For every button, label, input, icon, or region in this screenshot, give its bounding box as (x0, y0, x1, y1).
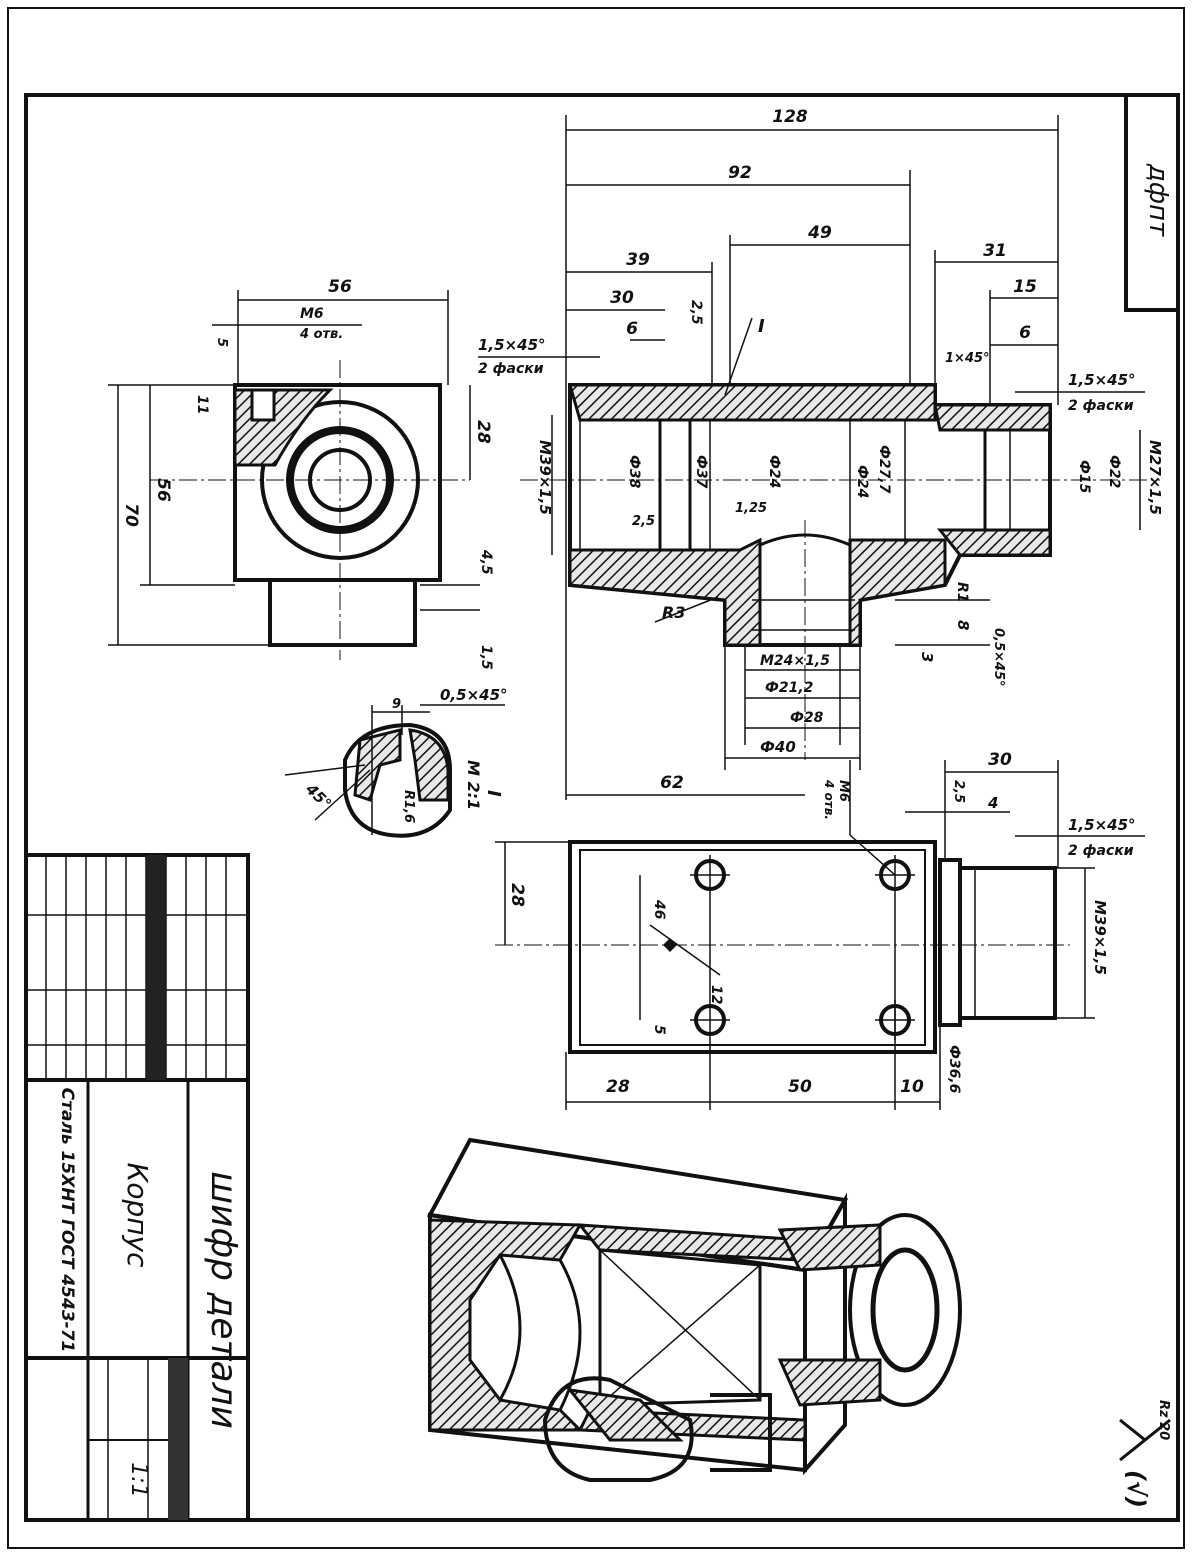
dim-dia-28: Ф28 (790, 710, 824, 726)
title-block: Сталь 15ХНТ ГОСТ 4543-71 Корпус шифр дет… (24, 853, 250, 1522)
dim-28-top: 28 (507, 883, 527, 907)
dim-11: 11 (194, 395, 210, 414)
dim-dia-40: Ф40 (760, 738, 796, 756)
dim-92: 92 (728, 163, 752, 183)
dim-50: 50 (788, 1077, 812, 1097)
corner-label: дфпт (1143, 163, 1173, 237)
dim-holes-top: 4 отв. (822, 779, 836, 820)
dim-chamfer-right-note: 2 фаски (1068, 398, 1134, 414)
title-drawing-code: шифр детали (203, 1171, 244, 1429)
dim-r3: R3 (662, 603, 685, 622)
dim-rough-1-25: 1,25 (735, 501, 767, 516)
dim-holes: 4 отв. (299, 327, 343, 342)
dim-dia-24-b: Ф24 (854, 465, 870, 498)
dim-dia-22: Ф22 (1106, 455, 1122, 488)
dim-56-vertical: 56 (153, 478, 173, 502)
dim-39: 39 (626, 250, 650, 270)
dim-46: 46 (651, 899, 667, 920)
surface-finish-value: Rz 20 (1156, 1400, 1171, 1440)
dim-thread-left: М39×1,5 (536, 440, 554, 515)
dim-30: 30 (610, 288, 634, 308)
dim-5: 5 (651, 1025, 667, 1035)
dim-depth-5: 5 (214, 338, 229, 347)
dim-28-bottom: 28 (606, 1077, 630, 1097)
dim-chamfer-left: 1,5×45° (478, 336, 546, 354)
dim-dia-21-2: Ф21,2 (765, 680, 813, 696)
revision-table (26, 855, 248, 1080)
corner-label-box: дфпт (1124, 93, 1180, 312)
detail-scale: М 2:1 (464, 760, 483, 810)
dim-chamfer-left-note: 2 фаски (478, 361, 544, 377)
dim-128: 128 (772, 107, 808, 127)
dim-28-side: 28 (473, 420, 493, 444)
dim-dia-36-6: Ф36,6 (946, 1045, 962, 1094)
dim-chamfer-top-note: 2 фаски (1068, 843, 1134, 859)
dim-15: 15 (1013, 277, 1037, 297)
surface-finish-note: (√) (1122, 1470, 1150, 1508)
dim-m39-top: М39×1,5 (1091, 900, 1109, 975)
dim-6: 6 (626, 319, 638, 339)
dim-dia-37: Ф37 (693, 455, 709, 489)
dim-chamfer-right: 1,5×45° (1068, 371, 1136, 389)
dim-3: 3 (918, 652, 936, 662)
iso-end-boss (848, 1213, 962, 1407)
dim-rough-top: 2,5 (951, 780, 966, 803)
dim-1-5: 1,5 (478, 645, 494, 670)
dim-dia-27-7: Ф27,7 (876, 445, 892, 494)
dim-dia-38: Ф38 (626, 455, 642, 489)
dim-dia-24: Ф24 (766, 455, 782, 488)
dim-4-5: 4,5 (478, 549, 494, 575)
dim-chamfer-top: 1,5×45° (1068, 816, 1136, 834)
isometric-view (426, 1137, 962, 1482)
detail-val-9: 9 (392, 697, 401, 712)
dim-56: 56 (328, 277, 352, 297)
dim-6-right: 6 (1019, 323, 1031, 343)
dim-dia-15: Ф15 (1076, 460, 1092, 494)
dim-8: 8 (954, 620, 972, 630)
detail-chamfer: 0,5×45° (440, 686, 508, 704)
dim-30-top: 30 (988, 750, 1012, 770)
top-view: 46 12 5 28 28 50 10 Ф36,6 М39×1,5 30 4 2… (495, 750, 1145, 1110)
front-section-view: 128 92 49 39 30 6 2,5 31 15 6 62 1,5×45°… (478, 107, 1164, 800)
dim-thread-right: М27×1,5 (1146, 440, 1164, 515)
side-view: 56 М6 4 отв. 5 70 56 28 11 4,5 1,5 (108, 277, 494, 670)
sheet-outer-frame (7, 7, 1185, 1549)
detail-angle: 45° (301, 779, 334, 812)
dim-rough-2-5: 2,5 (632, 514, 655, 529)
drawing-frame (24, 93, 1180, 1522)
dim-m6-top: М6 (836, 780, 851, 802)
dim-31: 31 (983, 241, 1007, 261)
dim-10: 10 (900, 1077, 924, 1097)
dim-70: 70 (121, 503, 141, 527)
dim-2-5: 2,5 (688, 300, 704, 325)
detail-view-i: 9 0,5×45° 45° R1,6 I М 2:1 (284, 686, 508, 838)
dim-62: 62 (660, 773, 684, 793)
iso-end-boss-inner (870, 1247, 940, 1373)
dim-0-5-chamfer: 0,5×45° (991, 628, 1006, 687)
detail-radius: R1,6 (401, 790, 416, 823)
section-mark-i: I (758, 316, 765, 337)
dim-49: 49 (807, 223, 832, 243)
dim-m24: М24×1,5 (760, 653, 830, 669)
title-scale: 1:1 (126, 1462, 151, 1497)
detail-label: I (483, 790, 504, 797)
dim-m6: М6 (300, 306, 324, 322)
title-material: Сталь 15ХНТ ГОСТ 4543-71 (57, 1088, 77, 1353)
title-part-name: Корпус (121, 1162, 154, 1268)
surface-finish-symbol: Rz 20 (√) (1119, 1400, 1171, 1508)
dim-r1: R1 (954, 582, 970, 603)
dim-12: 12 (708, 985, 724, 1004)
dim-chamfer-small: 1×45° (945, 351, 990, 366)
dim-4-top: 4 (987, 794, 998, 812)
